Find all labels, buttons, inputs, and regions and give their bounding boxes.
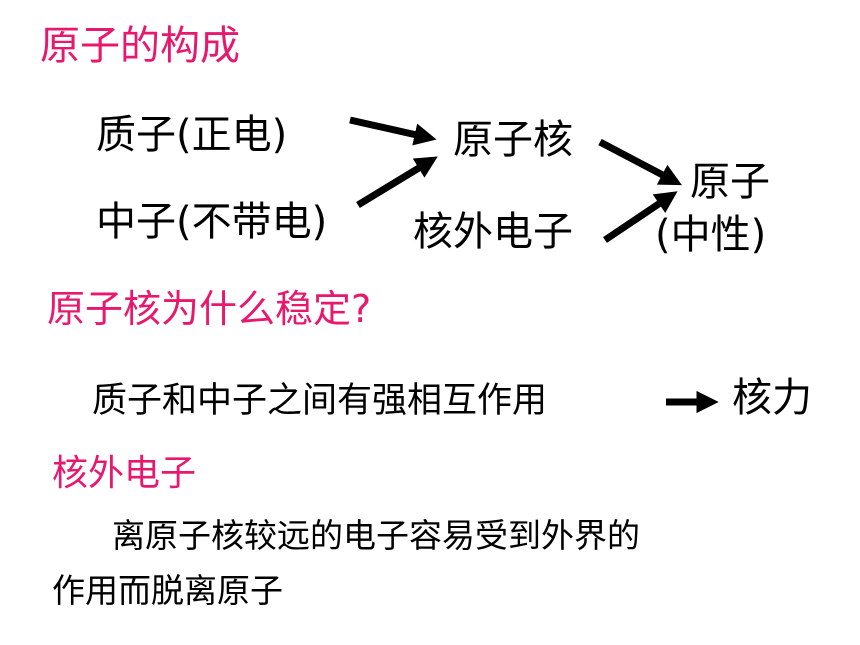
text-line-1: 离原子核较远的电子容易受到外界的: [112, 516, 640, 555]
arrow-nucleus-to-atom: [598, 138, 682, 186]
title-nucleus-stability: 原子核为什么稳定?: [47, 287, 372, 331]
arrow-neutron-to-nucleus: [356, 156, 438, 208]
statement-strong-interaction: 质子和中子之间有强相互作用: [92, 381, 548, 421]
label-atom: 原子: [690, 159, 770, 205]
title-extranuclear-electrons: 核外电子: [52, 453, 197, 494]
label-neutron: 中子(不带电): [96, 199, 328, 245]
arrow-proton-to-nucleus: [349, 116, 437, 146]
label-atom-charge: (中性): [655, 212, 767, 258]
title-atom-structure: 原子的构成: [40, 23, 240, 69]
label-nuclear-force: 核力: [732, 375, 812, 421]
label-proton: 质子(正电): [96, 112, 288, 158]
text-line-2: 作用而脱离原子: [52, 571, 283, 610]
arrow-electrons-to-atom: [603, 191, 678, 243]
label-nucleus: 原子核: [453, 117, 573, 163]
label-electrons: 核外电子: [413, 209, 573, 255]
